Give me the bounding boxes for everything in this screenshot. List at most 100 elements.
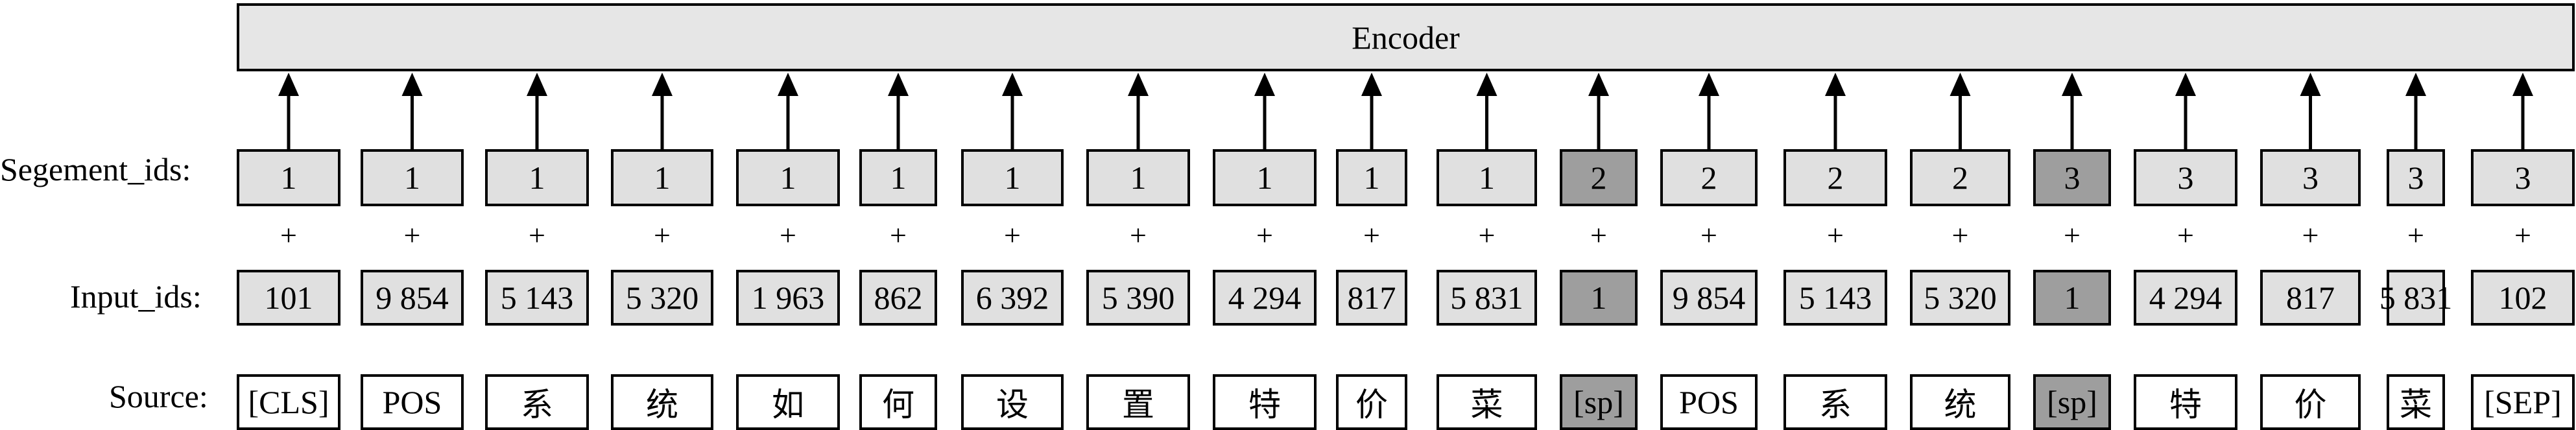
source-token-box: POS [1660, 374, 1758, 430]
segment-id-box: 3 [2471, 149, 2575, 206]
encoder-label: Encoder [1352, 19, 1460, 56]
source-token-box: 价 [1336, 374, 1407, 430]
arrow-head [2512, 73, 2533, 96]
input-id-box: 1 [2033, 270, 2111, 326]
segment-id-box: 1 [1336, 149, 1407, 206]
input-id-box: 5 320 [611, 270, 713, 326]
plus-sign: + [529, 219, 545, 252]
arrow-head [1825, 73, 1846, 96]
arrow-head [2062, 73, 2082, 96]
plus-sign: + [780, 219, 796, 252]
arrow-head [401, 73, 423, 96]
input-id-box: 817 [1336, 270, 1407, 326]
source-token-box: 系 [485, 374, 589, 430]
plus-sign: + [1004, 219, 1021, 252]
input-id-box: 6 392 [961, 270, 1064, 326]
source-token-box: 统 [611, 374, 713, 430]
plus-sign: + [2514, 219, 2531, 252]
arrow-head [1002, 73, 1023, 96]
plus-sign: + [2177, 219, 2194, 252]
input-id-box: 5 831 [2379, 270, 2452, 326]
source-token-box: [SEP] [2471, 374, 2575, 430]
plus-sign: + [1363, 219, 1380, 252]
arrow-head [1361, 73, 1382, 96]
plus-sign: + [1256, 219, 1273, 252]
source-token-box: 价 [2260, 374, 2361, 430]
segment-id-box: 1 [961, 149, 1064, 206]
arrow-head [778, 73, 798, 96]
segment-ids-label: Segement_ids: [0, 151, 191, 187]
source-token-box: POS [361, 374, 464, 430]
input-id-box: 862 [859, 270, 937, 326]
input-id-box: 1 963 [736, 270, 840, 326]
segment-id-box: 1 [1086, 149, 1190, 206]
segment-id-box: 1 [361, 149, 464, 206]
plus-sign: + [2302, 219, 2319, 252]
segment-id-box: 2 [1560, 149, 1638, 206]
source-token-box: [sp] [2033, 374, 2111, 430]
plus-sign: + [1590, 219, 1607, 252]
source-token-box: 统 [1910, 374, 2010, 430]
source-token-box: 菜 [1437, 374, 1537, 430]
source-token-box: 置 [1086, 374, 1190, 430]
segment-id-box: 3 [2260, 149, 2361, 206]
plus-sign: + [403, 219, 421, 252]
arrow-head [1588, 73, 1609, 96]
input-id-box: 1 [1560, 270, 1638, 326]
segment-id-box: 1 [1437, 149, 1537, 206]
plus-sign: + [1478, 219, 1496, 252]
plus-sign: + [1951, 219, 1969, 252]
input-id-box: 9 854 [361, 270, 464, 326]
plus-sign: + [890, 219, 907, 252]
segment-id-box: 1 [1213, 149, 1317, 206]
segment-id-box: 1 [485, 149, 589, 206]
segment-id-box: 1 [237, 149, 340, 206]
input-id-box: 5 143 [485, 270, 589, 326]
arrow-head [1699, 73, 1719, 96]
plus-sign: + [1827, 219, 1844, 252]
segment-id-box: 1 [736, 149, 840, 206]
input-id-box: 101 [237, 270, 340, 326]
source-token-box: 特 [1213, 374, 1317, 430]
source-token-box: 系 [1783, 374, 1887, 430]
arrow-head [2405, 73, 2426, 96]
source-token-box: [CLS] [237, 374, 340, 430]
input-id-box: 5 390 [1086, 270, 1190, 326]
source-label: Source: [109, 378, 208, 414]
segment-id-box: 2 [1660, 149, 1758, 206]
input-id-box: 102 [2471, 270, 2575, 326]
source-token-box: 菜 [2387, 374, 2445, 430]
segment-id-box: 2 [1783, 149, 1887, 206]
arrow-head [1128, 73, 1149, 96]
segment-id-box: 2 [1910, 149, 2010, 206]
arrow-head [888, 73, 909, 96]
arrow-head [1254, 73, 1275, 96]
segment-id-box: 3 [2033, 149, 2111, 206]
source-token-box: 如 [736, 374, 840, 430]
input-id-box: 9 854 [1660, 270, 1758, 326]
plus-sign: + [1700, 219, 1717, 252]
segment-id-box: 3 [2134, 149, 2237, 206]
source-token-box: [sp] [1560, 374, 1638, 430]
encoder-block: Encoder [237, 3, 2575, 71]
arrow-head [1950, 73, 1971, 96]
arrow-head [1476, 73, 1497, 96]
arrow-head [527, 73, 547, 96]
input-id-box: 5 320 [1910, 270, 2010, 326]
arrow-head [652, 73, 673, 96]
plus-sign: + [2407, 219, 2424, 252]
segment-id-box: 1 [859, 149, 937, 206]
plus-sign: + [2064, 219, 2081, 252]
plus-sign: + [654, 219, 671, 252]
plus-sign: + [1130, 219, 1147, 252]
arrow-head [2300, 73, 2321, 96]
input-id-box: 4 294 [1213, 270, 1317, 326]
source-token-box: 何 [859, 374, 937, 430]
input-id-box: 817 [2260, 270, 2361, 326]
input-id-box: 5 143 [1783, 270, 1887, 326]
segment-id-box: 3 [2387, 149, 2445, 206]
segment-id-box: 1 [611, 149, 713, 206]
arrow-head [278, 73, 299, 96]
plus-sign: + [280, 219, 297, 252]
